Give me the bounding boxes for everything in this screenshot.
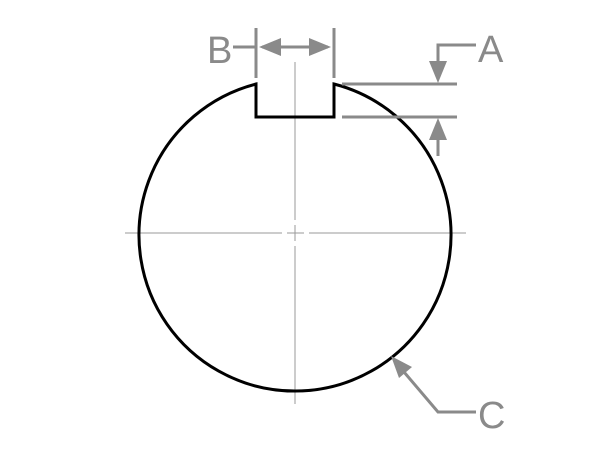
label-c: C <box>478 395 505 437</box>
dimension-a-leader <box>436 43 476 64</box>
label-a: A <box>478 29 504 71</box>
dimension-a <box>342 43 476 156</box>
dimension-a-arrow-top <box>429 61 447 83</box>
dimension-b-arrow-right <box>309 38 331 56</box>
dimension-a-arrow-bottom <box>429 118 447 140</box>
shaft-outline-with-keyway <box>137 82 453 393</box>
callout-c <box>391 356 476 414</box>
centerlines <box>125 62 466 404</box>
dimension-b-arrow-left <box>259 38 281 56</box>
dimension-b <box>233 28 336 78</box>
label-b: B <box>207 30 232 72</box>
callout-c-leader <box>402 371 476 414</box>
callout-c-arrow <box>391 356 412 378</box>
